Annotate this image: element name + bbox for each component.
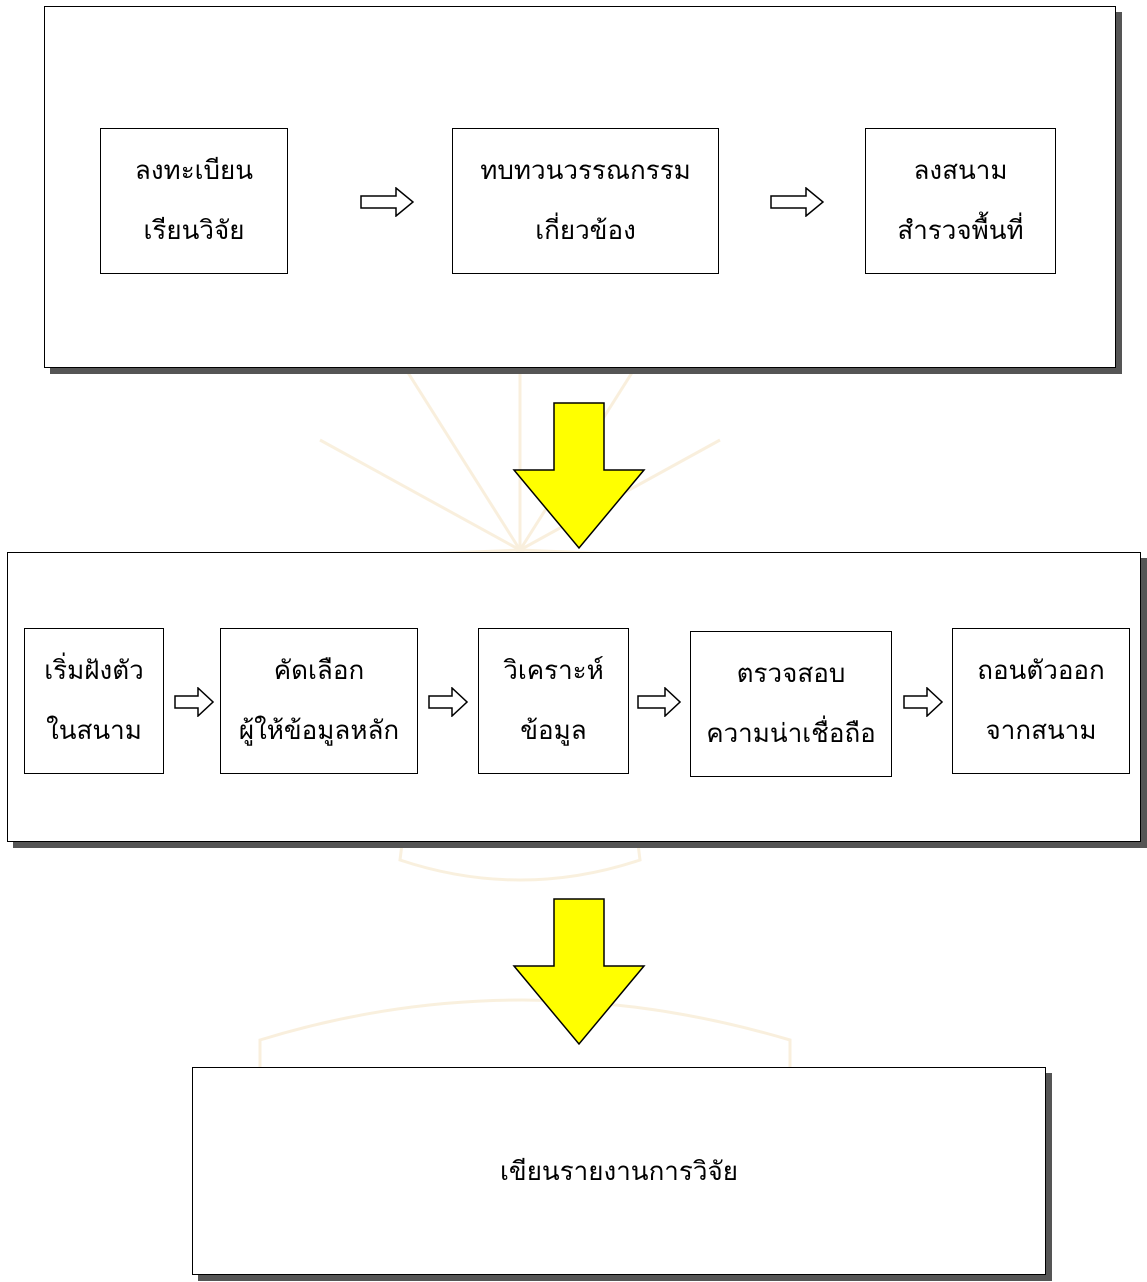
right-arrow-icon (637, 687, 681, 717)
step-line2: ผู้ให้ข้อมูลหลัก (238, 716, 400, 746)
step-line1: วิเคราะห์ (503, 656, 604, 686)
stage-down-arrow-icon (512, 898, 646, 1046)
step-line2: ในสนาม (46, 716, 142, 746)
step-select-informants: คัดเลือก ผู้ให้ข้อมูลหลัก (220, 628, 418, 774)
step-analyze-data: วิเคราะห์ ข้อมูล (478, 628, 629, 774)
step-line1: ลงสนาม (913, 156, 1008, 186)
right-arrow-icon (174, 687, 214, 717)
step-literature-review: ทบทวนวรรณกรรม เกี่ยวข้อง (452, 128, 719, 274)
step-line1: คัดเลือก (273, 656, 365, 686)
step-exit-field: ถอนตัวออก จากสนาม (952, 628, 1130, 774)
step-line2: สำรวจพื้นที่ (897, 216, 1024, 246)
right-arrow-icon (770, 187, 824, 217)
step-line1: ลงทะเบียน (134, 156, 254, 186)
step-line1: ทบทวนวรรณกรรม (480, 156, 691, 186)
right-arrow-icon (428, 687, 468, 717)
step-field-immersion: เริ่มฝังตัว ในสนาม (24, 628, 164, 774)
step-line1: เริ่มฝังตัว (44, 656, 144, 686)
right-arrow-icon (360, 187, 414, 217)
step-verify-credibility: ตรวจสอบ ความน่าเชื่อถือ (690, 631, 892, 777)
report-label: เขียนรายงานการวิจัย (500, 1156, 738, 1187)
stage-down-arrow-icon (512, 402, 646, 550)
step-line2: ข้อมูล (520, 716, 587, 746)
step-line2: ความน่าเชื่อถือ (706, 719, 876, 749)
step-line1: ถอนตัวออก (977, 656, 1105, 686)
stage3-report-box: เขียนรายงานการวิจัย (192, 1067, 1046, 1275)
step-line2: เกี่ยวข้อง (535, 216, 636, 246)
step-field-survey: ลงสนาม สำรวจพื้นที่ (865, 128, 1056, 274)
step-register-research: ลงทะเบียน เรียนวิจัย (100, 128, 288, 274)
step-line2: เรียนวิจัย (143, 216, 245, 246)
step-line1: ตรวจสอบ (736, 659, 846, 689)
right-arrow-icon (903, 687, 943, 717)
step-line2: จากสนาม (985, 716, 1097, 746)
